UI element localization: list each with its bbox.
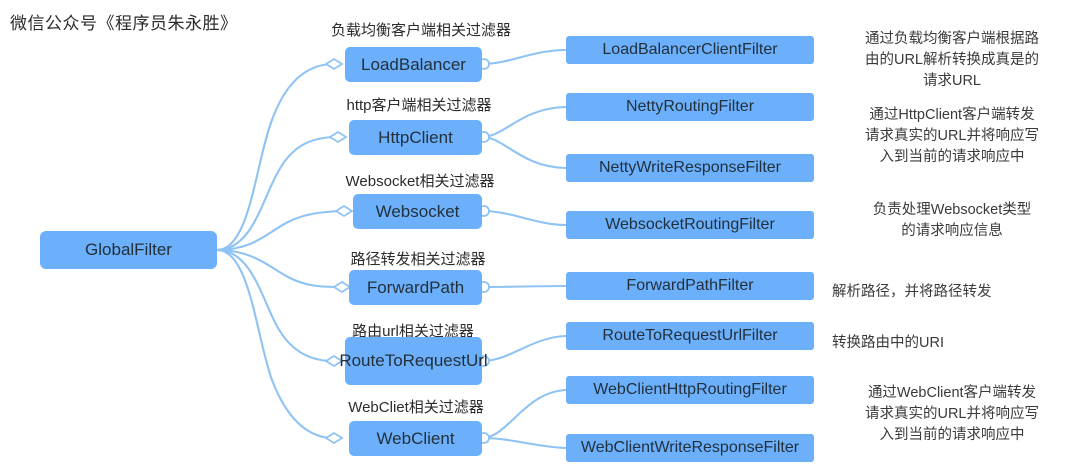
diamond-marker-httpclient (328, 130, 348, 144)
node-forwardpathfilter[interactable]: ForwardPathFilter (566, 272, 814, 300)
edge-websocket-child1 (480, 209, 568, 227)
branch-label-httpclient: http客户端相关过滤器 (346, 97, 492, 114)
edge-httpclient-child2 (480, 135, 568, 170)
node-nettywriteresponsefilter-label: NettyWriteResponseFilter (599, 158, 781, 176)
branch-label-routetorequesturl: 路由url相关过滤器 (352, 323, 474, 340)
node-root-globalfilter[interactable]: GlobalFilter (40, 231, 217, 269)
note-httpclient: 通过HttpClient客户端转发 请求真实的URL并将响应写 入到当前的请求响… (864, 107, 1039, 166)
note-routetorequesturl: 转换路由中的URI (832, 335, 944, 351)
node-root-label: GlobalFilter (85, 240, 172, 260)
branch-label-forwardpath: 路径转发相关过滤器 (350, 251, 486, 268)
node-routetorequesturl-label: RouteToRequestUrl (339, 351, 488, 371)
node-webclienthttproutingfilter-label: WebClientHttpRoutingFilter (593, 380, 787, 398)
edge-root-websocket (215, 209, 342, 252)
edge-loadbalancer-child1 (480, 48, 568, 66)
branch-label-websocket: Websocket相关过滤器 (345, 173, 495, 190)
node-webclient[interactable]: WebClient (349, 421, 482, 456)
node-forwardpath[interactable]: ForwardPath (349, 270, 482, 305)
diamond-marker-webclient (324, 431, 344, 445)
node-webclient-label: WebClient (376, 428, 455, 448)
edge-forwardpath-child1 (480, 284, 568, 289)
node-webclientwriteresponsefilter-label: WebClientWriteResponseFilter (580, 438, 800, 456)
branch-label-loadbalancer: 负载均衡客户端相关过滤器 (330, 22, 511, 39)
branch-label-webclient: WebCliet相关过滤器 (348, 399, 484, 416)
edge-root-httpclient (215, 135, 336, 252)
edge-webclient-child2 (480, 436, 568, 450)
note-loadbalancer: 通过负载均衡客户端根据路 由的URL解析转换成真是的 请求URL (864, 31, 1039, 90)
diamond-marker-websocket (334, 204, 354, 218)
node-routetorequesturl[interactable]: RouteToRequestUrl (339, 337, 488, 385)
node-webclienthttproutingfilter[interactable]: WebClientHttpRoutingFilter (566, 376, 814, 404)
node-websocket-label: Websocket (375, 201, 460, 221)
edge-root-webclient (215, 248, 332, 440)
diamond-marker-forwardpath (332, 280, 352, 294)
edge-root-routetorequesturl (215, 248, 332, 363)
node-routetorequesturlfilter[interactable]: RouteToRequestUrlFilter (566, 322, 814, 350)
note-webclient: 通过WebClient客户端转发 请求真实的URL并将响应写 入到当前的请求响应… (864, 385, 1039, 444)
node-nettyroutingfilter[interactable]: NettyRoutingFilter (566, 93, 814, 121)
node-httpclient[interactable]: HttpClient (349, 120, 482, 155)
edge-root-loadbalancer (215, 62, 332, 252)
diamond-marker-loadbalancer (324, 57, 344, 71)
node-forwardpathfilter-label: ForwardPathFilter (626, 276, 754, 294)
node-routetorequesturlfilter-label: RouteToRequestUrlFilter (602, 326, 778, 344)
node-websocketroutingfilter-label: WebsocketRoutingFilter (605, 215, 775, 233)
node-nettyroutingfilter-label: NettyRoutingFilter (625, 97, 755, 115)
node-httpclient-label: HttpClient (378, 127, 453, 147)
watermark-text: 微信公众号《程序员朱永胜》 (10, 14, 238, 33)
node-websocket[interactable]: Websocket (353, 194, 482, 229)
node-webclientwriteresponsefilter[interactable]: WebClientWriteResponseFilter (566, 434, 814, 462)
node-loadbalancerclientfilter[interactable]: LoadBalancerClientFilter (566, 36, 814, 64)
node-forwardpath-label: ForwardPath (366, 277, 465, 297)
node-loadbalancerclientfilter-label: LoadBalancerClientFilter (602, 40, 778, 58)
node-loadbalancer-label: LoadBalancer (361, 54, 466, 74)
node-websocketroutingfilter[interactable]: WebsocketRoutingFilter (566, 211, 814, 239)
node-nettywriteresponsefilter[interactable]: NettyWriteResponseFilter (566, 154, 814, 182)
note-forwardpath: 解析路径，并将路径转发 (832, 284, 992, 300)
node-loadbalancer[interactable]: LoadBalancer (345, 47, 482, 82)
note-websocket: 负责处理Websocket类型 的请求响应信息 (872, 202, 1032, 240)
